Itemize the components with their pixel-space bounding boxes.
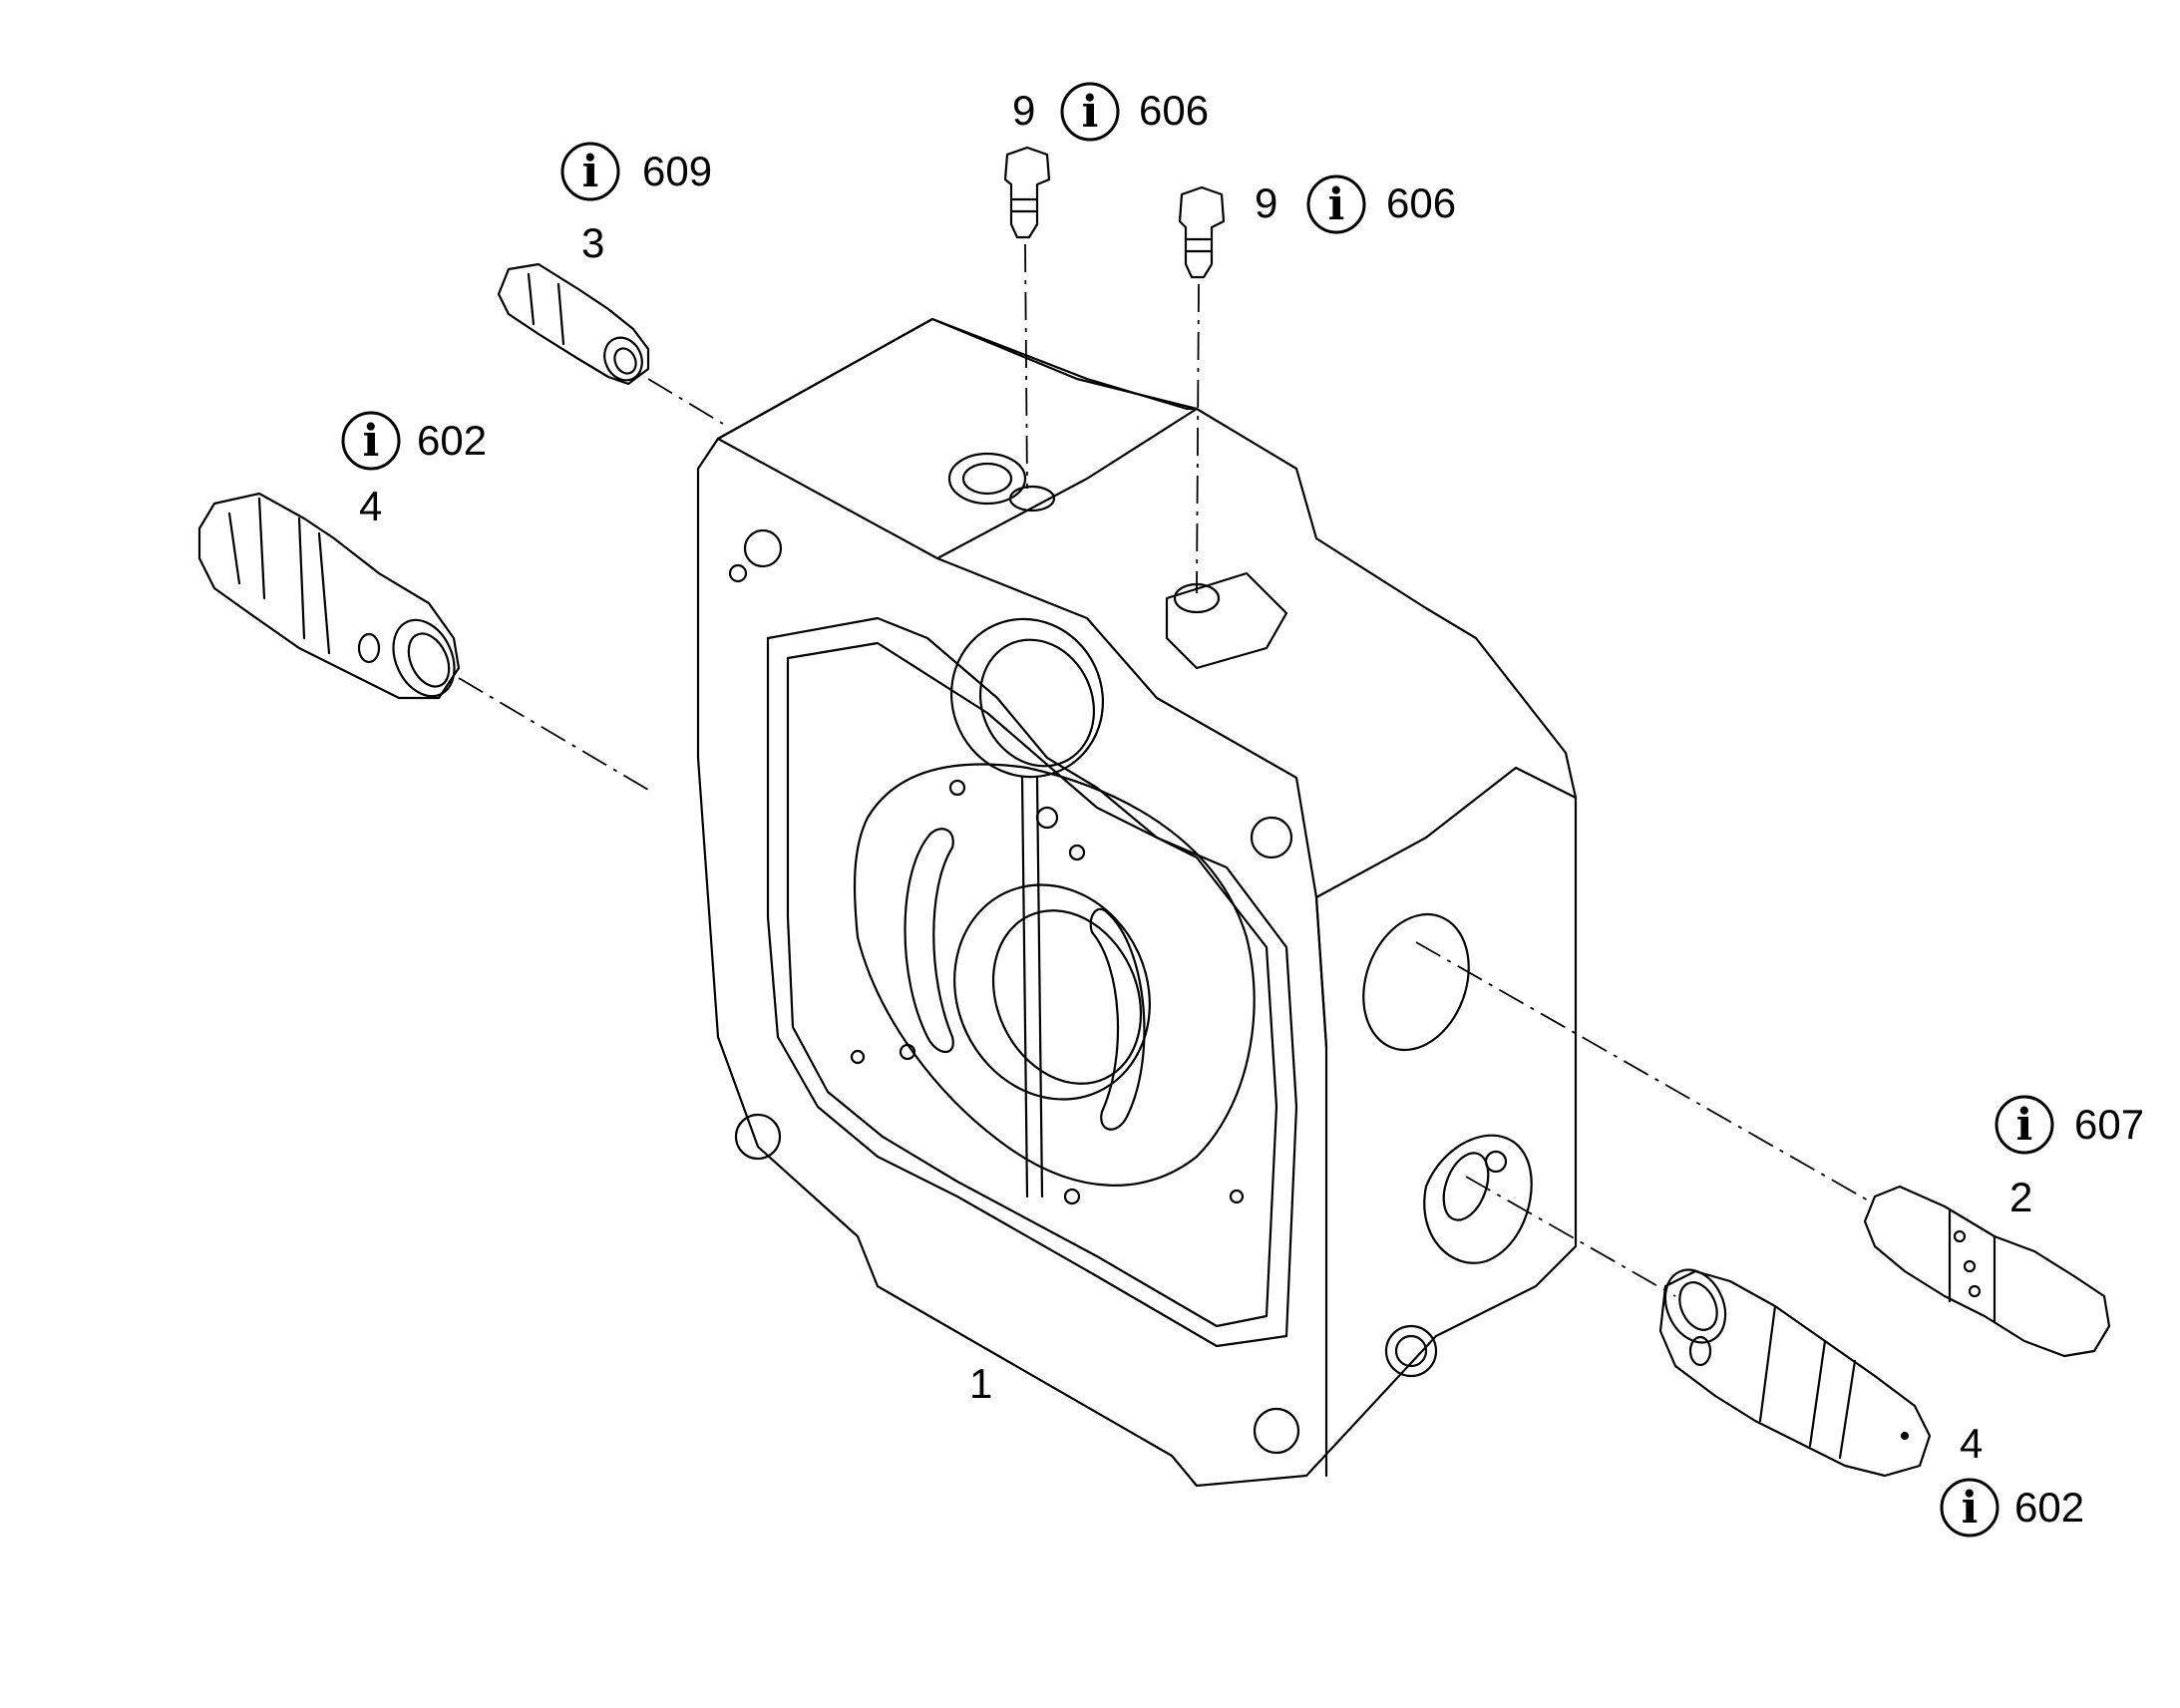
valve-part-3[interactable] [497, 262, 650, 387]
cartridge-part-4-right[interactable] [1654, 1260, 1932, 1478]
callout-part-2: i 607 2 [1995, 1095, 2144, 1220]
callout-part-4-left: i 602 4 [341, 411, 487, 529]
svg-text:i: i [1328, 179, 1345, 230]
callout-part-9-left: 9 i 606 [1012, 82, 1209, 142]
fitting-part-9-right[interactable] [1178, 185, 1226, 279]
housing-part-1[interactable] [696, 317, 1578, 1488]
info-icon[interactable]: i [560, 142, 620, 201]
cartridge-part-4-left[interactable] [197, 492, 466, 706]
leader-line-part-3 [647, 378, 724, 425]
callout-number: 1 [969, 1360, 992, 1407]
callout-part-3: i 609 3 [560, 142, 712, 266]
leader-line-part-4-left [458, 677, 654, 794]
info-reference: 602 [2014, 1484, 2084, 1531]
callout-part-4-right: 4 i 602 [1940, 1420, 2084, 1537]
svg-text:i: i [2016, 1100, 2033, 1151]
svg-text:i: i [363, 416, 380, 467]
info-reference: 606 [1139, 87, 1209, 134]
callout-number: 9 [1255, 179, 1277, 226]
leader-line-part-9-left [1024, 243, 1028, 490]
callout-number: 2 [2009, 1174, 2032, 1220]
leader-line-part-4-right [1465, 1176, 1676, 1297]
info-reference: 607 [2074, 1101, 2144, 1148]
valve-part-2[interactable] [1863, 1185, 2111, 1358]
info-icon[interactable]: i [1060, 82, 1120, 142]
callout-number: 4 [359, 483, 382, 529]
svg-text:i: i [1962, 1483, 1979, 1534]
info-icon[interactable]: i [1306, 174, 1366, 234]
callout-part-9-right: 9 i 606 [1255, 174, 1456, 234]
callout-number: 3 [581, 219, 604, 266]
callout-number: 9 [1012, 87, 1035, 134]
svg-text:i: i [1082, 87, 1099, 138]
svg-text:i: i [582, 147, 599, 197]
info-reference: 602 [417, 417, 487, 464]
info-icon[interactable]: i [1940, 1478, 1999, 1537]
leader-line-part-9-right [1196, 283, 1200, 594]
info-reference: 609 [642, 148, 712, 194]
fitting-part-9-left[interactable] [1003, 146, 1051, 239]
callout-number: 4 [1960, 1420, 1983, 1467]
info-reference: 606 [1386, 179, 1456, 226]
info-icon[interactable]: i [341, 411, 401, 471]
callout-part-1: 1 [969, 1360, 992, 1407]
info-icon[interactable]: i [1995, 1095, 2054, 1155]
leader-line-part-2 [1415, 941, 1871, 1202]
